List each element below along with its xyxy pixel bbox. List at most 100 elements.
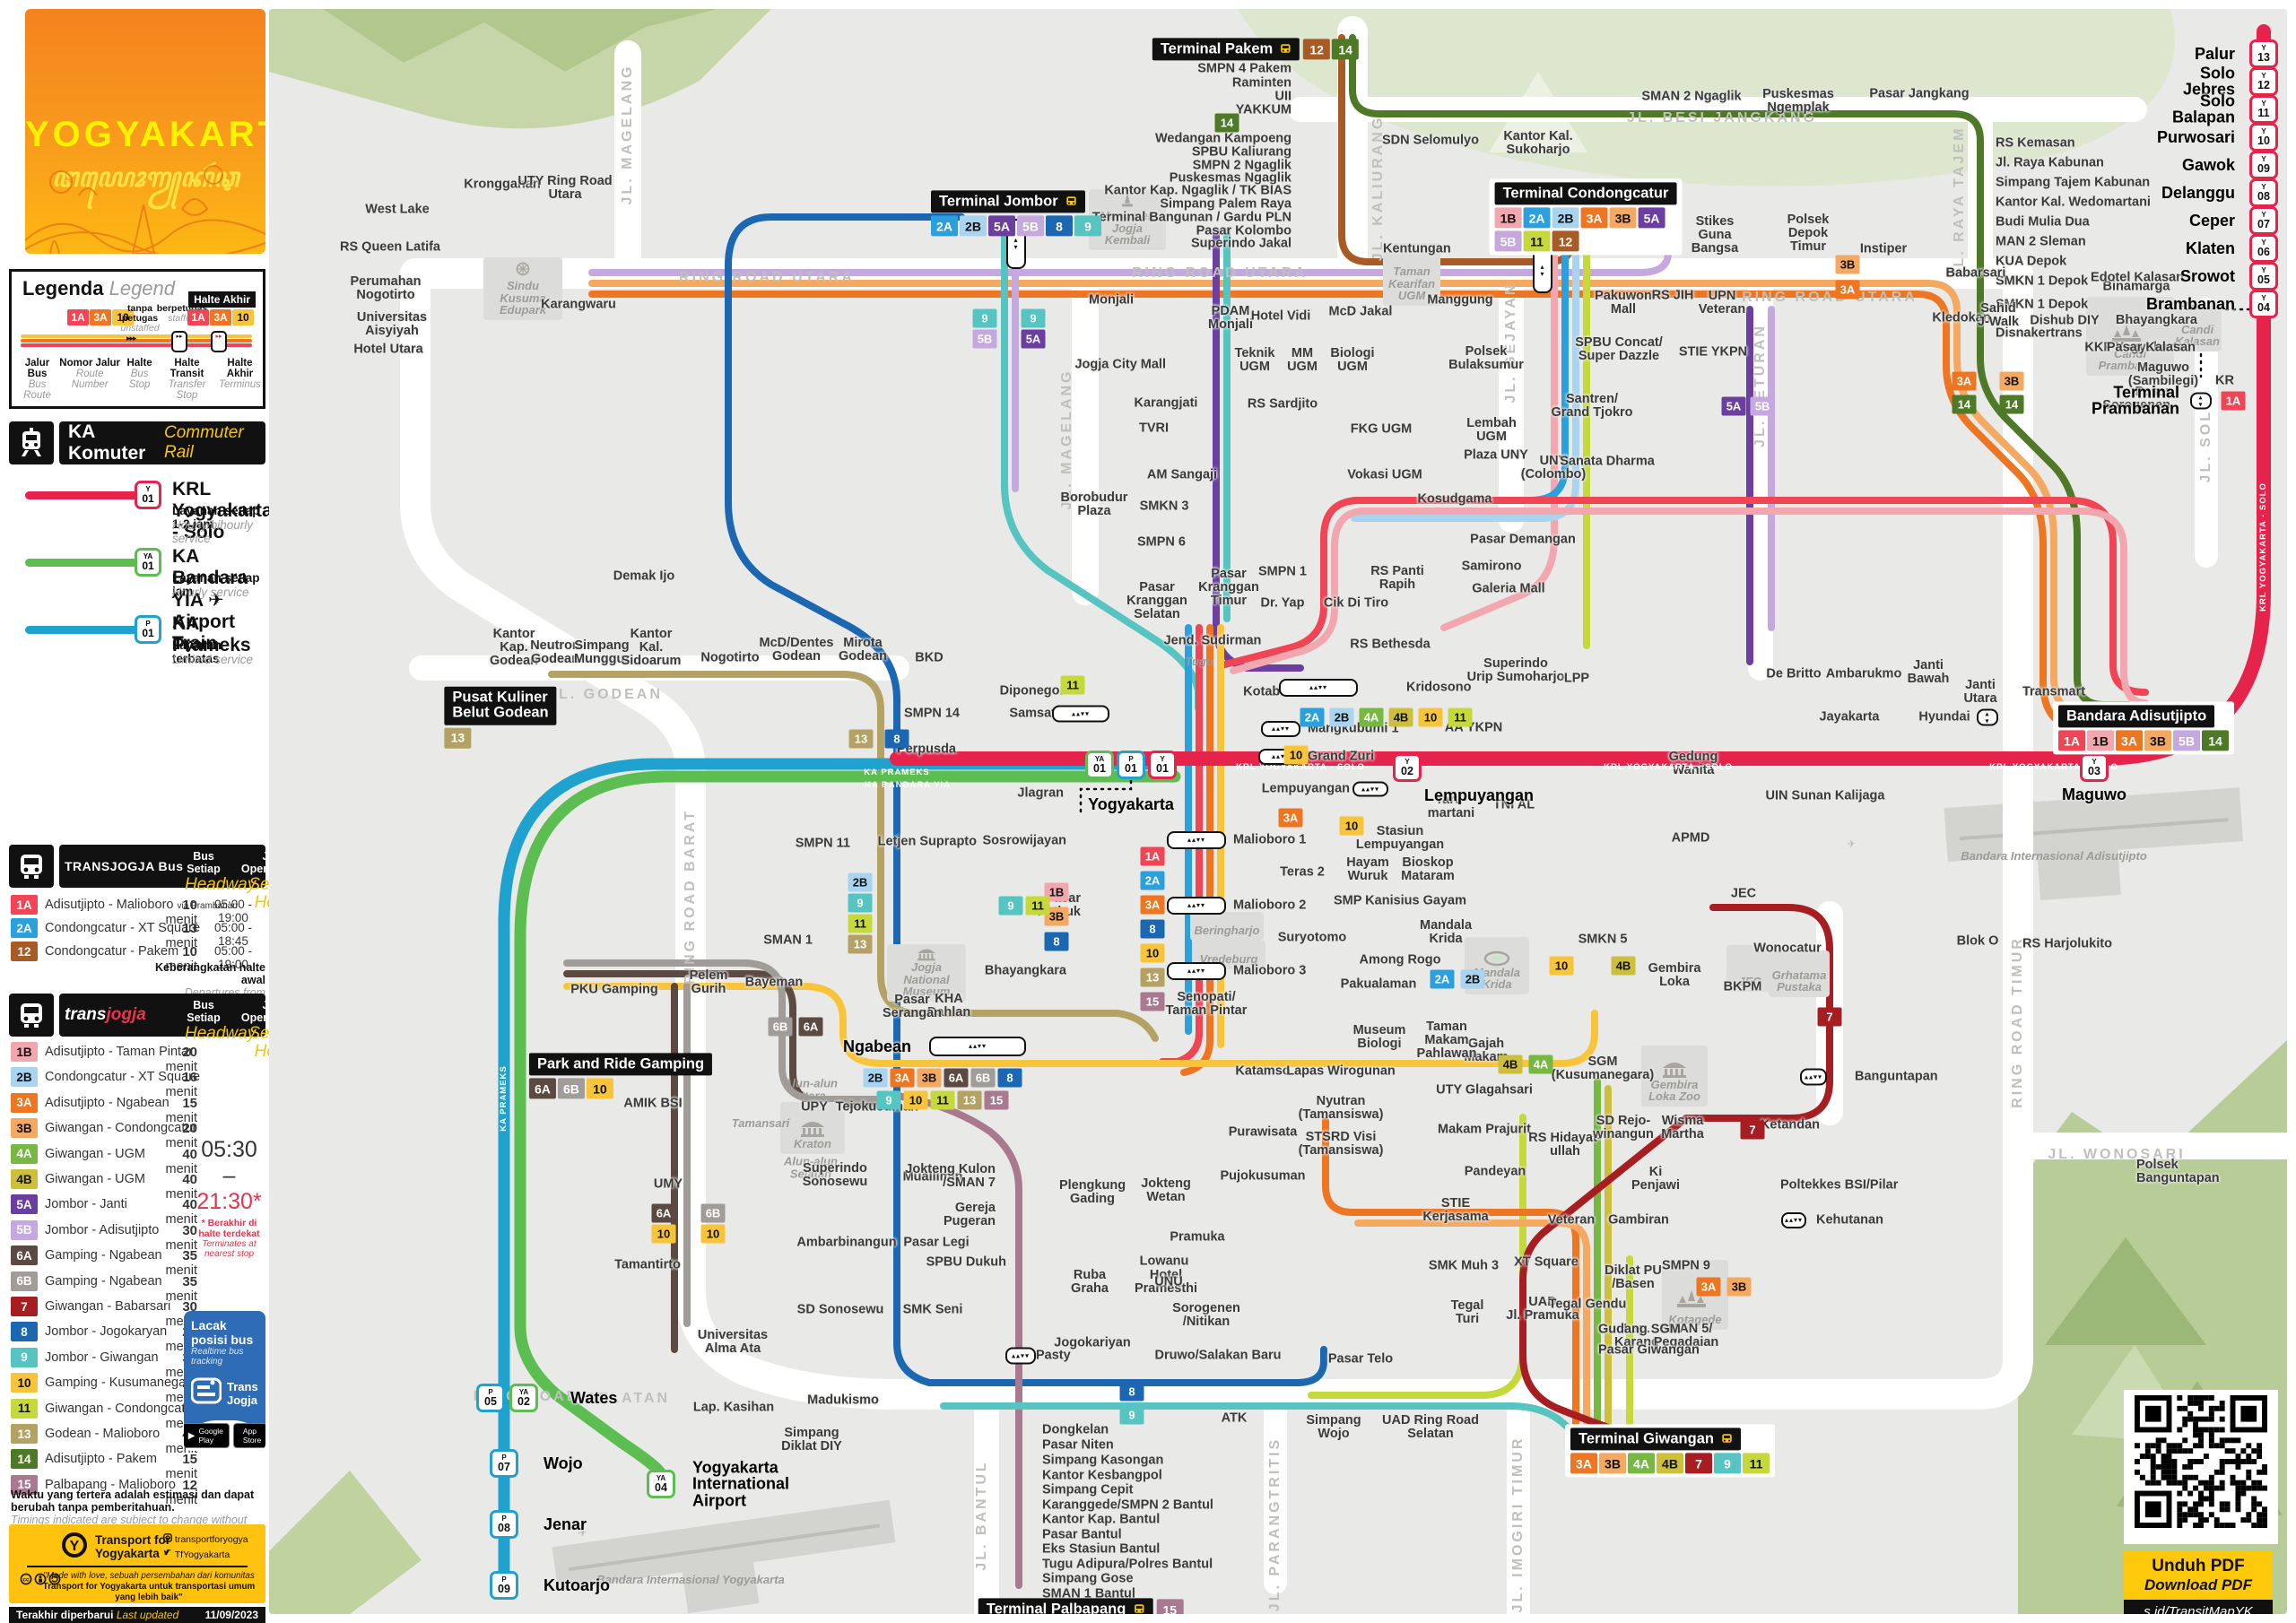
bus-stop-label: Gedung Wanita (1668, 750, 1718, 777)
bus-stop-label: Pasar Sorogenen (2102, 385, 2170, 412)
landmark-alun-alun-selatan: Alun-alun Selatan (784, 1154, 838, 1180)
route-badge-3A: 3A (2116, 730, 2143, 751)
bus-stop-label: APMD (1671, 830, 1710, 846)
map-route-badge-2A: 2A (1140, 871, 1165, 890)
bus-stop-label: Hotel Utara (353, 342, 423, 357)
map-route-badge-10: 10 (651, 1224, 676, 1244)
download-url[interactable]: s.id/TransitMapYK (2124, 1600, 2273, 1614)
bus-stop-label: SMPN 14 (903, 706, 960, 721)
route-badge-3A: 3A (1570, 1453, 1597, 1474)
bus-stop-label: Lempuyangan (1261, 781, 1350, 796)
route-badge-10: 10 (112, 309, 134, 325)
tracking-title: Lacak posisi bus (191, 1318, 254, 1347)
bus-stop-label: Galeria Mall (1472, 581, 1545, 596)
map-route-badge-11: 11 (848, 914, 873, 933)
bus-stop-label: RS Kemasan (1996, 135, 2075, 151)
route-badge-14: 14 (1332, 39, 1360, 60)
map-canvas[interactable]: ✈ ✈ (269, 9, 2287, 1614)
bus-stop-label: Simpang Diklat DIY (781, 1426, 842, 1454)
google-play-badge[interactable]: ▶Google Play (184, 1423, 230, 1448)
bus-stop-label: Simpang Kasongan (1042, 1453, 1164, 1468)
route-badge-10: 10 (586, 1078, 613, 1099)
bus-stop-label: UTY Glagahsari (1436, 1082, 1533, 1098)
bus-stop-label: Superindo Jakal (1190, 236, 1292, 251)
bus-stop-label: Lembah UGM (1466, 416, 1517, 444)
bus-stop-label: Diponegoro (999, 683, 1073, 699)
landmark-candi-kalasan: Candi Kalasan (2173, 303, 2222, 352)
map-route-badge-3A: 3A (1835, 280, 1860, 299)
bus-tracking-card[interactable]: Lacak posisi bus Realtime bus tracking T… (184, 1311, 265, 1451)
bus-stop-label: JEC (1730, 886, 1757, 901)
map-route-badge-3A: 3A (1140, 895, 1165, 915)
bus-stop-label: PKU Gamping (570, 982, 658, 997)
map-route-badge-2A: 2A (1430, 969, 1455, 989)
bus-stop-label: SMPN 11 (795, 836, 850, 851)
route-badge-3A: 3A (11, 1092, 38, 1113)
bus-stop-label: Kantor Kap. Godean (490, 626, 538, 668)
tracking-app-name: Trans Jogja (227, 1379, 258, 1407)
bus-stop-label: STSRD Visi (Tamansiswa) (1298, 1130, 1384, 1158)
rail-line-label: KRL YOGYAKARTA - SOLO (1989, 762, 2118, 773)
bus-stop-label: Tegal Gendu (1548, 1297, 1627, 1312)
road-label: RING ROAD UTARA (679, 269, 855, 285)
bus-stop-label: FKG UGM (1350, 421, 1413, 437)
bus-stop-label: Veteran (1547, 1212, 1596, 1228)
bus-stop-label: Dongkelan (1042, 1422, 1109, 1437)
map-route-badge-10: 10 (1339, 816, 1364, 836)
bus-stop-label: Pakualaman (1340, 976, 1417, 992)
sidebar: YOGYAKARTA ꦔꦪꦺꦴꦒꦾꦏꦂꦡ Legenda Legend 1A3A… (9, 0, 306, 1623)
twitter-handle[interactable]: TfYogyakarta (163, 1548, 248, 1563)
bus-stop-label: Nyutran (Tamansiswa) (1298, 1094, 1384, 1122)
bus-stop-label: Santren/ Grand Tjokro (1551, 392, 1633, 420)
bus-stop-label: Lowanu (1139, 1254, 1189, 1269)
bus-stop-label: Muallimin (902, 1169, 963, 1185)
bus-stop-label: RS Sardjito (1247, 396, 1318, 412)
bus-stop-label: Kronggahan (464, 177, 541, 192)
bus-stop-label: YAKKUM (1235, 102, 1292, 117)
bus-stop-label: Kehutanan (1816, 1212, 1883, 1228)
bus-stop-label: UPN Veteran (1698, 289, 1746, 317)
bus-stop-label: Hotel Vidi (1250, 308, 1311, 324)
bus-stop-label: Universitas Alma Ata (697, 1328, 769, 1356)
krl-station-ceper: Ceper (2188, 211, 2235, 230)
bus-stop-label: Pandeyan (1464, 1164, 1526, 1179)
bus-stop-label: Museum Biologi (1352, 1023, 1406, 1051)
qr-code[interactable] (2124, 1390, 2278, 1544)
bus-stop-label: Pasar Demangan (1470, 532, 1576, 547)
bus-stop-label: STIE Kerjasama (1422, 1196, 1489, 1224)
app-store-badge[interactable]: App Store (232, 1423, 265, 1448)
map-route-badge-15: 15 (984, 1090, 1009, 1110)
map-route-badge-14: 14 (1952, 395, 1977, 414)
tracking-subtitle: Realtime bus tracking (191, 1347, 244, 1367)
route-badge-5B: 5B (1017, 215, 1044, 237)
bus-stop-label: BKPM (1723, 979, 1762, 994)
map-route-badge-4B: 4B (1498, 1055, 1523, 1074)
bus-stop-label: Wisma Martha (1661, 1114, 1704, 1141)
bus-stop-label: UAD Jl. Pramuka (1506, 1295, 1579, 1323)
rail-station-name: Lempuyangan (1424, 785, 1535, 804)
bus-stop-label: Mirota Godean (839, 636, 887, 664)
route-badge-4A: 4A (1628, 1453, 1655, 1474)
instagram-handle[interactable]: transportforyogya (163, 1532, 248, 1548)
bus-stop-label: Kentungan (1383, 241, 1451, 256)
route-badge-1A: 1A (2058, 730, 2085, 751)
footer-quote: "Made with love, sebuah persembahan dari… (42, 1571, 256, 1603)
bus-routes (548, 34, 2149, 1589)
bus-stop-label: Sahid J-Walk (1977, 301, 2020, 329)
bus-stop-label: Instiper (1859, 241, 1908, 256)
map-route-badge-9: 9 (1021, 308, 1046, 328)
map-route-badge-6B: 6B (700, 1203, 726, 1223)
bus-stop-label: SPBU Kaliurang (1191, 144, 1292, 160)
